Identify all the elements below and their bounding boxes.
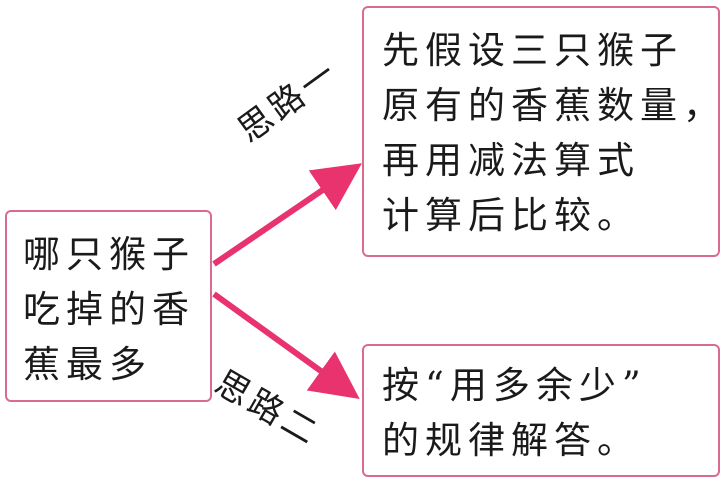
arrow-route-one [212,163,362,267]
route-one-line-2: 原有的香蕉数量， [382,84,726,127]
question-box: 哪只猴子 吃掉的香 蕉最多 [5,210,212,402]
question-line-1: 哪只猴子 [23,233,195,276]
arrow-route-two [212,291,360,400]
route-two-line-2: 的规律解答。 [382,419,640,462]
route-one-line-1: 先假设三只猴子 [382,29,683,72]
route-one-box: 先假设三只猴子 原有的香蕉数量， 再用减法算式 计算后比较。 [362,6,720,257]
route-two-line-1: 按“用多余少” [382,364,647,407]
route-two-box: 按“用多余少” 的规律解答。 [362,344,720,477]
route-one-line-3: 再用减法算式 [382,139,640,182]
question-line-3: 蕉最多 [23,343,152,386]
route-one-line-4: 计算后比较。 [382,194,640,237]
question-line-2: 吃掉的香 [23,288,195,331]
